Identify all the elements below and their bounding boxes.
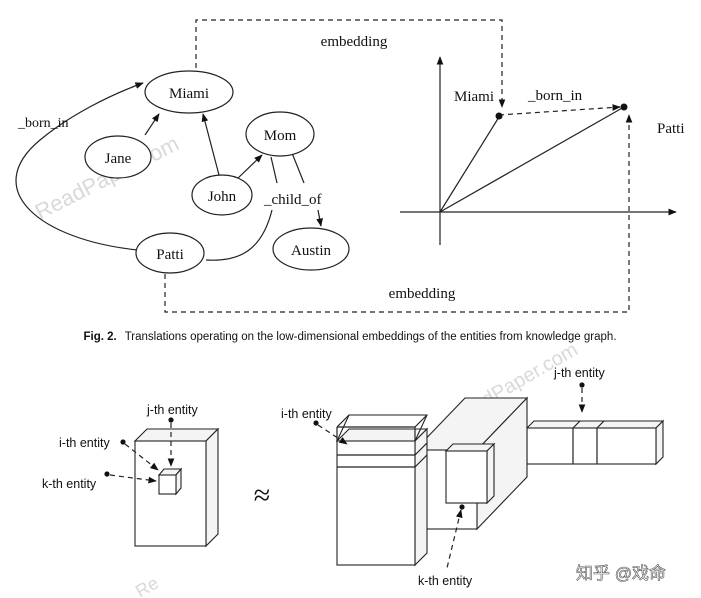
tall-front [336,440,416,566]
inner-front [445,450,488,504]
edge-mom-childof-b [291,152,305,184]
cell-front [158,474,177,495]
node-miami [144,70,234,114]
k-arrow-right [446,509,463,569]
vector-patti [439,106,625,213]
k-dot [104,471,110,477]
node-mom [245,111,315,157]
corner-watermark: 知乎 @戏命 [576,564,666,583]
vector-miami [439,116,500,213]
slice-edge-b [336,414,350,428]
embedding-space: Miami _born_in Patti [400,56,685,245]
vector-born-in [498,104,621,116]
knowledge-graph: Miami Jane Mom John Patti Austin _born_i… [15,70,350,274]
bar-front [526,427,657,465]
node-john-label: John [208,189,237,205]
label-i-right: i-th entity [281,407,332,421]
vector-label-born-in: _born_in [527,88,583,104]
j-dot-right [579,382,585,388]
embedding-top-label: embedding [321,34,388,50]
relation-child-of: _child_of [263,192,322,208]
label-k-left: k-th entity [42,477,97,491]
edge-mom-childof-a [270,156,278,184]
caption-label: Fig. 2. [83,331,116,343]
bar-divider-1-top [572,420,581,429]
relation-born-in-left: _born_in [17,116,69,131]
slice-line-h [414,442,428,456]
edge-john-miami [201,113,220,176]
label-j-left: j-th entity [146,403,198,417]
edge-jane-miami [144,113,160,136]
node-jane-label: Jane [105,151,132,167]
i-dot-right [313,420,319,426]
embedding-bottom-label: embedding [389,286,456,302]
i-arrow-right [317,424,348,445]
node-austin [272,227,350,271]
caption-text: Translations operating on the low-dimens… [125,331,617,343]
bar-side [655,419,664,466]
tensor-block: j-th entity i-th entity k-th entity [42,403,220,548]
tall-top [335,428,429,442]
approx-symbol: ≈ [254,479,270,512]
node-miami-label: Miami [169,86,209,102]
embedding-bottom-connector [164,114,633,313]
point-miami [495,112,503,120]
tensor-top-face [133,428,220,442]
k-dot-right [459,504,465,510]
point-patti [620,103,628,111]
i-arrow [124,443,159,471]
label-k-right: k-th entity [418,574,473,588]
bar-divider-2-top [596,420,605,429]
embedding-connectors: embedding embedding [164,19,633,313]
slice-edge-d [414,414,428,428]
inner-top [444,443,496,452]
node-patti [135,232,205,274]
inner-side [486,442,495,505]
i-dot [120,439,126,445]
node-austin-label: Austin [291,243,332,259]
embedding-top-connector [195,19,506,108]
edge-john-mom [235,154,263,181]
node-mom-label: Mom [264,128,297,144]
edge-patti-miami-born-in [15,82,144,251]
label-j-right: j-th entity [553,366,605,380]
slice-line-i [414,454,428,468]
j-dot [168,417,174,423]
label-i-left: i-th entity [59,436,110,450]
node-patti-label: Patti [156,247,184,263]
edge-childof-austin [316,209,323,227]
bar-top [525,420,665,429]
watermark-bottom-left: Re [132,573,162,598]
tensor-side-face [205,427,219,548]
figure-caption: Fig. 2. Translations operating on the lo… [83,331,616,343]
edge-patti-mom [205,209,273,261]
k-arrow [109,474,157,484]
node-john [191,174,253,216]
node-jane [84,135,152,179]
vector-label-patti: Patti [657,121,685,137]
vector-label-miami: Miami [454,89,494,105]
tensor-decomposition: i-th entity j-th entity k-th entity [281,366,665,588]
